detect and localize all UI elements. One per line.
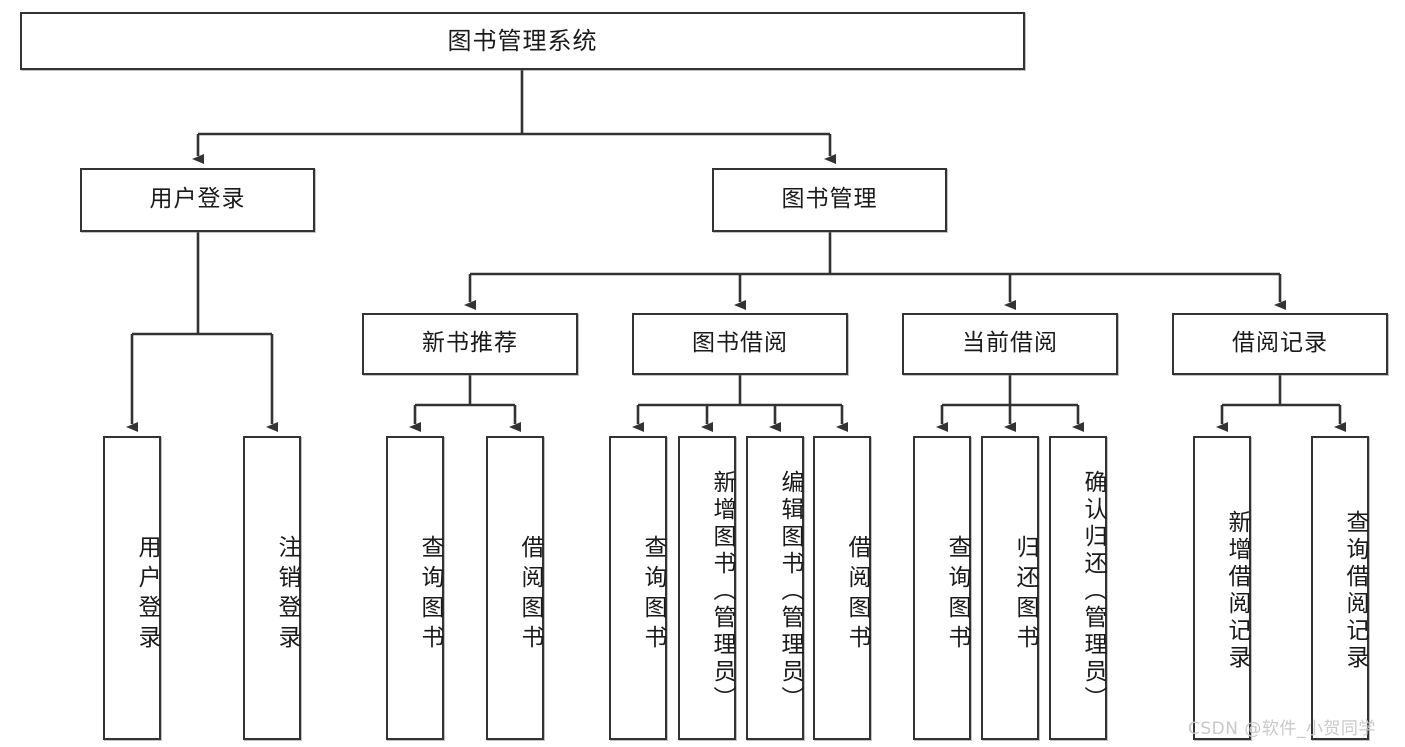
node-label: 当前借阅 bbox=[962, 330, 1058, 357]
watermark-text: CSDN @软件_小贺同学 bbox=[1188, 719, 1376, 739]
leaf-query-borrow-record[interactable]: 查询借阅记录 bbox=[1311, 436, 1369, 740]
node-label: 新书推荐 bbox=[422, 330, 518, 357]
leaf-confirm-return-admin[interactable]: 确认归还（管理员） bbox=[1049, 436, 1107, 740]
node-label: 注销登录 bbox=[274, 535, 300, 655]
node-label: 用户登录 bbox=[149, 186, 246, 213]
leaf-borrow-book-recommendation[interactable]: 借阅图书 bbox=[486, 436, 544, 740]
node-new-book-recommendation[interactable]: 新书推荐 bbox=[362, 313, 578, 375]
leaf-add-borrow-record[interactable]: 新增借阅记录 bbox=[1193, 436, 1251, 740]
node-label: 查询图书 bbox=[944, 535, 970, 655]
leaf-return-book[interactable]: 归还图书 bbox=[981, 436, 1039, 740]
node-label: 用户登录 bbox=[134, 535, 160, 655]
node-label: 归还图书 bbox=[1012, 535, 1038, 655]
node-label: 借阅图书 bbox=[844, 535, 870, 655]
node-book-borrow[interactable]: 图书借阅 bbox=[632, 313, 848, 375]
leaf-query-book-borrow[interactable]: 查询图书 bbox=[609, 436, 667, 740]
leaf-add-book-admin[interactable]: 新增图书（管理员） bbox=[678, 436, 736, 740]
leaf-query-book-recommendation[interactable]: 查询图书 bbox=[386, 436, 444, 740]
leaf-query-book-current[interactable]: 查询图书 bbox=[913, 436, 971, 740]
node-label: 新增借阅记录 bbox=[1224, 510, 1250, 672]
node-label: 查询借阅记录 bbox=[1342, 510, 1368, 672]
node-label: 借阅图书 bbox=[517, 535, 543, 655]
node-borrow-record[interactable]: 借阅记录 bbox=[1172, 313, 1388, 375]
node-current-borrow[interactable]: 当前借阅 bbox=[902, 313, 1118, 375]
node-label: 图书借阅 bbox=[692, 330, 788, 357]
node-user-login[interactable]: 用户登录 bbox=[80, 168, 315, 232]
leaf-user-login[interactable]: 用户登录 bbox=[103, 436, 161, 740]
node-label: 查询图书 bbox=[417, 535, 443, 655]
node-label: 图书管理 bbox=[781, 186, 878, 213]
node-label: 借阅记录 bbox=[1232, 330, 1328, 357]
node-book-management[interactable]: 图书管理 bbox=[712, 168, 947, 232]
node-label: 新增图书（管理员） bbox=[709, 469, 735, 713]
node-root-system[interactable]: 图书管理系统 bbox=[20, 12, 1025, 70]
node-label: 确认归还（管理员） bbox=[1080, 469, 1106, 713]
node-label: 图书管理系统 bbox=[447, 26, 598, 55]
leaf-edit-book-admin[interactable]: 编辑图书（管理员） bbox=[746, 436, 804, 740]
leaf-user-logout[interactable]: 注销登录 bbox=[243, 436, 301, 740]
node-label: 查询图书 bbox=[640, 535, 666, 655]
node-label: 编辑图书（管理员） bbox=[777, 469, 803, 713]
leaf-borrow-book[interactable]: 借阅图书 bbox=[813, 436, 871, 740]
